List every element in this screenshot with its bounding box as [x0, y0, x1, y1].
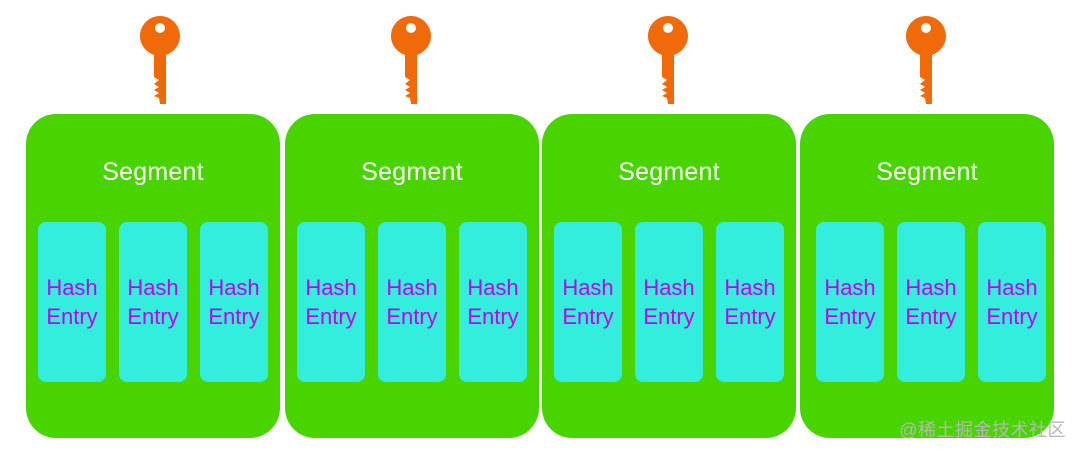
hash-entry-line2: Entry	[305, 304, 357, 329]
hash-entry-line2: Entry	[127, 304, 179, 329]
hash-entry: Hash Entry	[119, 222, 187, 382]
hash-entry: Hash Entry	[978, 222, 1046, 382]
key-icon	[648, 16, 688, 104]
segment-title: Segment	[361, 158, 463, 186]
hash-entry-line1: Hash	[986, 275, 1038, 300]
hash-entry: Hash Entry	[38, 222, 106, 382]
hash-entry-line1: Hash	[905, 275, 957, 300]
hash-entry-line2: Entry	[46, 304, 98, 329]
hash-entry: Hash Entry	[635, 222, 703, 382]
key-icon	[391, 16, 431, 104]
key-icon	[140, 16, 180, 104]
hash-entry-line2: Entry	[562, 304, 614, 329]
hash-entry-line1: Hash	[824, 275, 876, 300]
hash-entry: Hash Entry	[200, 222, 268, 382]
hash-entry-line1: Hash	[46, 275, 98, 300]
hash-entry-line1: Hash	[386, 275, 438, 300]
hash-entry: Hash Entry	[554, 222, 622, 382]
hash-entry: Hash Entry	[459, 222, 527, 382]
hash-entry: Hash Entry	[297, 222, 365, 382]
hash-entry: Hash Entry	[716, 222, 784, 382]
hash-entry: Hash Entry	[897, 222, 965, 382]
hash-entry-list: Hash Entry Hash Entry Hash Entry	[38, 222, 268, 382]
hash-entry-list: Hash Entry Hash Entry Hash Entry	[297, 222, 527, 382]
segment: Segment Hash Entry Hash Entry Hash Entry	[542, 114, 796, 438]
hash-entry-line1: Hash	[127, 275, 179, 300]
hash-entry: Hash Entry	[816, 222, 884, 382]
hash-entry-list: Hash Entry Hash Entry Hash Entry	[554, 222, 784, 382]
hash-entry-line2: Entry	[386, 304, 438, 329]
segment-unit: Segment Hash Entry Hash Entry Hash Entry	[542, 0, 796, 440]
segment: Segment Hash Entry Hash Entry Hash Entry	[26, 114, 280, 438]
hash-entry-line1: Hash	[305, 275, 357, 300]
hash-entry: Hash Entry	[378, 222, 446, 382]
segment-unit: Segment Hash Entry Hash Entry Hash Entry	[285, 0, 539, 440]
segment: Segment Hash Entry Hash Entry Hash Entry	[285, 114, 539, 438]
watermark: @稀土掘金技术社区	[899, 420, 1066, 440]
segment: Segment Hash Entry Hash Entry Hash Entry	[800, 114, 1054, 438]
segment-title: Segment	[876, 158, 978, 186]
hash-entry-line1: Hash	[467, 275, 519, 300]
hash-entry-line1: Hash	[562, 275, 614, 300]
hash-entry-line1: Hash	[208, 275, 260, 300]
segment-title: Segment	[618, 158, 720, 186]
hash-entry-line1: Hash	[724, 275, 776, 300]
hash-entry-line2: Entry	[467, 304, 519, 329]
segment-title: Segment	[102, 158, 204, 186]
hash-entry-line1: Hash	[643, 275, 695, 300]
hash-entry-line2: Entry	[724, 304, 776, 329]
hash-entry-line2: Entry	[986, 304, 1038, 329]
segment-unit: Segment Hash Entry Hash Entry Hash Entry	[26, 0, 280, 440]
hash-entry-list: Hash Entry Hash Entry Hash Entry	[812, 222, 1046, 382]
hash-entry-line2: Entry	[824, 304, 876, 329]
segment-unit: Segment Hash Entry Hash Entry Hash Entry	[800, 0, 1054, 440]
hash-entry-line2: Entry	[643, 304, 695, 329]
key-icon	[906, 16, 946, 104]
hash-entry-line2: Entry	[208, 304, 260, 329]
hash-entry-line2: Entry	[905, 304, 957, 329]
